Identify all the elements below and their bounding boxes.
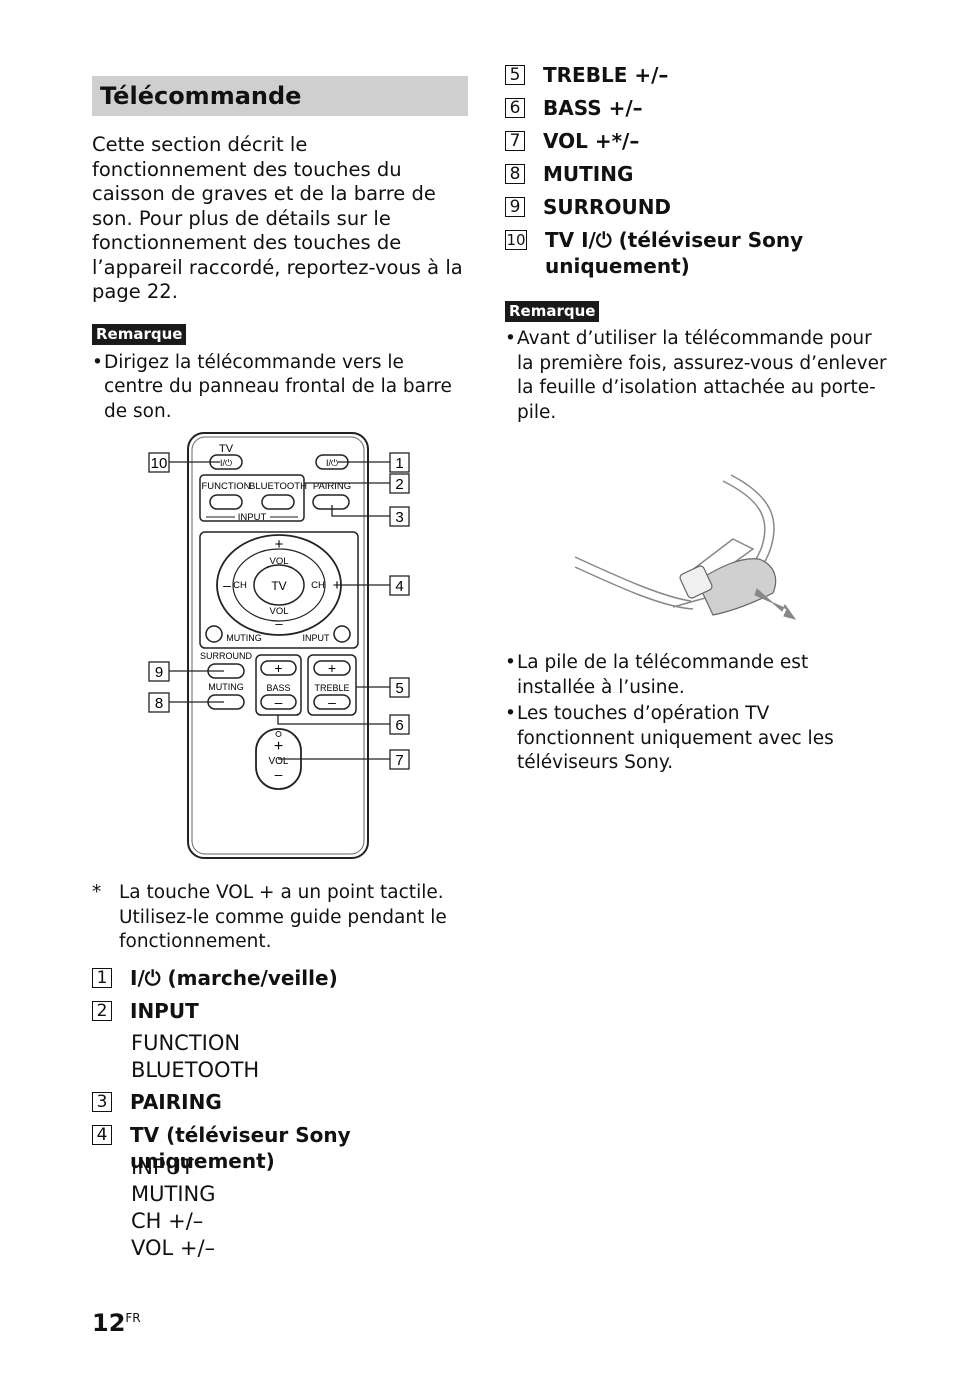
svg-text:MUTING: MUTING — [208, 682, 244, 692]
svg-text:CH: CH — [311, 580, 325, 591]
tv-input-button — [333, 625, 351, 643]
bullet-item: Les touches d’opération TV fonctionnent … — [505, 702, 889, 776]
tv-control-block — [199, 531, 359, 649]
callout-7 — [389, 749, 410, 770]
svg-text:10: 10 — [151, 455, 168, 472]
left-column: Télécommande Cette section décrit le fon… — [92, 76, 468, 424]
svg-text:+: + — [328, 660, 336, 676]
svg-text:INPUT: INPUT — [303, 633, 331, 643]
callout-3 — [389, 506, 410, 527]
svg-text:CH: CH — [233, 580, 247, 591]
svg-text:1: 1 — [395, 455, 403, 472]
note-tag: Remarque — [92, 323, 187, 345]
svg-text:+: + — [274, 738, 283, 755]
bullet-item: La pile de la télécommande est installée… — [505, 651, 889, 700]
remote-body — [187, 432, 369, 859]
input-group — [199, 474, 305, 522]
svg-text:+: + — [275, 536, 284, 553]
section-title: Télécommande — [92, 76, 468, 116]
sub-item: BLUETOOTH — [131, 1057, 260, 1082]
svg-text:FUNCTION: FUNCTION — [201, 481, 250, 492]
svg-text:–: – — [328, 694, 336, 710]
callout-4 — [389, 575, 410, 596]
treble-minus-button — [313, 694, 351, 710]
svg-text:BASS: BASS — [266, 683, 290, 693]
svg-text:9: 9 — [155, 664, 163, 681]
bass-plus-button — [260, 660, 297, 676]
battery-illustration — [574, 474, 797, 620]
svg-text:–: – — [275, 694, 283, 710]
sub-item: VOL +/– — [131, 1235, 216, 1260]
svg-text:I/⏻: I/⏻ — [220, 458, 232, 468]
svg-text:TREBLE: TREBLE — [314, 683, 349, 693]
svg-text:4: 4 — [395, 578, 403, 595]
svg-text:3: 3 — [395, 509, 403, 526]
page-number: 12FR — [92, 1309, 141, 1337]
note-bullet: Avant d’utiliser la télécommande pour la… — [505, 327, 889, 425]
function-button — [209, 494, 243, 510]
callout-6 — [389, 714, 410, 735]
footnote: * La touche VOL + a un point tactile. Ut… — [92, 882, 447, 952]
callout-1 — [389, 452, 410, 473]
sub-item: INPUT — [131, 1154, 194, 1179]
insulation-sheet — [696, 558, 777, 616]
svg-text:+: + — [333, 577, 342, 594]
svg-text:7: 7 — [395, 752, 403, 769]
svg-text:–: – — [223, 577, 231, 593]
intro-paragraph: Cette section décrit le fonctionnement d… — [92, 133, 463, 303]
sub-item: CH +/– — [131, 1208, 204, 1233]
svg-text:BLUETOOTH: BLUETOOTH — [249, 481, 307, 492]
svg-text:INPUT: INPUT — [238, 512, 267, 523]
svg-text:2: 2 — [395, 476, 403, 493]
tv-muting-button — [205, 625, 223, 643]
svg-text:I/⏻: I/⏻ — [326, 458, 338, 468]
arrow-icon — [754, 588, 797, 620]
bluetooth-button — [261, 494, 295, 510]
callout-5 — [389, 677, 410, 698]
callout-8 — [148, 692, 170, 713]
callout-10 — [148, 452, 170, 473]
svg-text:–: – — [275, 616, 283, 631]
treble-group — [307, 654, 357, 716]
left-lower: * La touche VOL + a un point tactile. Ut… — [92, 881, 468, 1262]
treble-plus-button — [313, 660, 351, 676]
note-bullet: Dirigez la télécommande vers le centre d… — [92, 351, 468, 425]
note-tag-right: Remarque — [505, 301, 600, 322]
svg-text:VOL: VOL — [269, 606, 288, 617]
pairing-button — [312, 494, 350, 510]
svg-text:VOL: VOL — [269, 556, 288, 567]
svg-text:TV: TV — [271, 579, 286, 593]
callout-9 — [148, 661, 170, 682]
callout-2 — [389, 473, 410, 494]
svg-text:SURROUND: SURROUND — [200, 651, 253, 661]
svg-text:6: 6 — [395, 717, 403, 734]
remote-diagram: TV I/⏻ I/⏻ FUNCTION BLUETOOTH INPUT PAIR… — [148, 432, 410, 859]
svg-text:+: + — [274, 660, 282, 676]
svg-text:MUTING: MUTING — [226, 633, 262, 643]
sub-item: FUNCTION — [131, 1030, 241, 1055]
svg-text:–: – — [275, 766, 283, 782]
bass-minus-button — [260, 694, 297, 710]
svg-text:VOL: VOL — [268, 756, 288, 767]
sub-item: MUTING — [131, 1181, 216, 1206]
svg-text:8: 8 — [155, 695, 163, 712]
label-tv: TV — [219, 443, 234, 455]
svg-text:PAIRING: PAIRING — [313, 481, 351, 492]
svg-text:5: 5 — [395, 680, 403, 697]
